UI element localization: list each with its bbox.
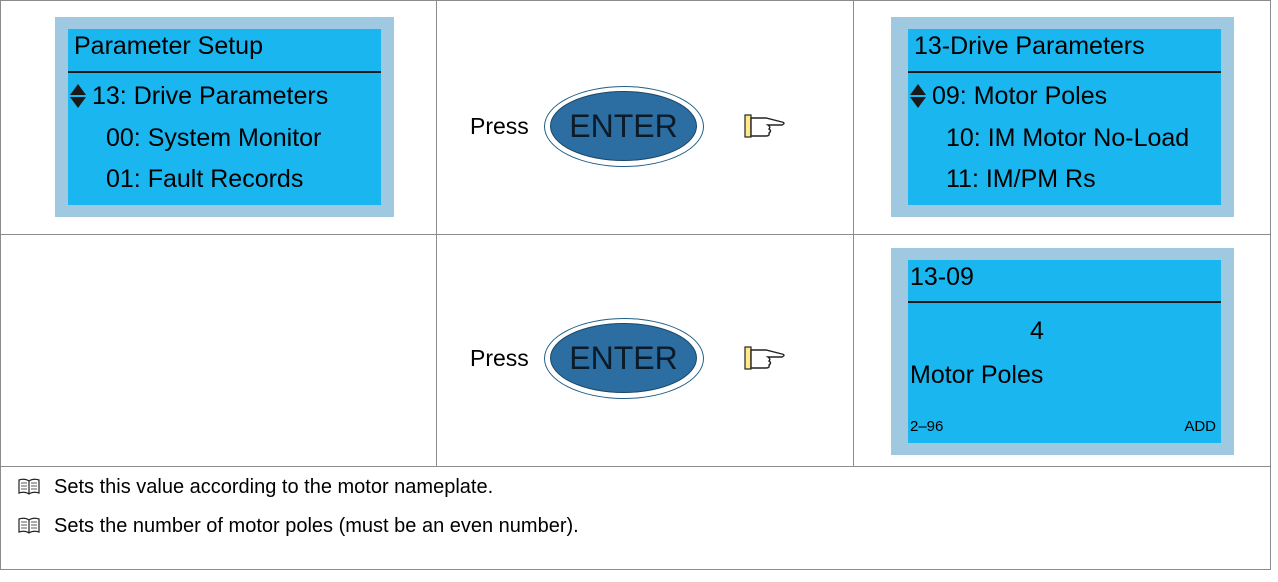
menu-item-label: Fault Records <box>147 165 304 193</box>
enter-key-outline: ENTER <box>544 86 704 167</box>
note-line: Sets the number of motor poles (must be … <box>18 514 579 538</box>
menu-item-label: IM Motor No-Load <box>987 124 1190 152</box>
menu-item-number: 09: <box>932 82 967 110</box>
lcd-title: 13-Drive Parameters <box>914 32 1145 60</box>
lcd-divider <box>908 301 1221 303</box>
book-icon <box>18 517 40 534</box>
lcd-title: Parameter Setup <box>74 32 263 60</box>
menu-item: 01: Fault Records <box>106 164 303 194</box>
value-range: 2–96 <box>910 418 944 435</box>
enter-key-outline: ENTER <box>544 318 704 399</box>
note-line: Sets this value according to the motor n… <box>18 475 493 499</box>
parameter-table <box>0 0 1271 570</box>
menu-item-number: 13: <box>92 82 127 110</box>
menu-item: 10: IM Motor No-Load <box>946 123 1189 153</box>
menu-item: 11: IM/PM Rs <box>946 164 1096 194</box>
press-label: Press <box>470 113 529 139</box>
pointing-hand-icon <box>744 114 785 138</box>
press-label: Press <box>470 345 529 371</box>
lcd-display-motor-poles: 13-09 4 Motor Poles 2–96 ADD <box>891 248 1234 455</box>
parameter-value: 4 <box>1030 317 1044 345</box>
menu-item: 00: System Monitor <box>106 123 321 153</box>
note-text: Sets the number of motor poles (must be … <box>54 515 579 537</box>
menu-item-number: 00: <box>106 124 141 152</box>
table-divider <box>0 466 1271 467</box>
menu-item-number: 01: <box>106 165 141 193</box>
add-softkey[interactable]: ADD <box>1184 418 1216 435</box>
table-divider <box>436 0 437 467</box>
up-down-arrow-icon <box>910 81 926 111</box>
table-divider <box>0 234 1271 235</box>
parameter-name: Motor Poles <box>910 361 1044 389</box>
lcd-display-parameter-setup: Parameter Setup 13: Drive Parameters 00:… <box>55 17 394 217</box>
menu-item-number: 10: <box>946 124 981 152</box>
enter-button[interactable]: ENTER <box>550 323 697 393</box>
menu-item-label: System Monitor <box>147 124 322 152</box>
lcd-divider <box>908 71 1221 73</box>
menu-item-label: Motor Poles <box>973 82 1108 110</box>
book-icon <box>18 478 40 495</box>
menu-item-selected: 13: Drive Parameters <box>92 81 328 111</box>
menu-item-selected: 09: Motor Poles <box>932 81 1107 111</box>
table-divider <box>853 0 854 467</box>
menu-item-label: IM/PM Rs <box>985 165 1096 193</box>
menu-item-number: 11: <box>946 165 979 193</box>
lcd-divider <box>68 71 381 73</box>
note-text: Sets this value according to the motor n… <box>54 476 494 498</box>
up-down-arrow-icon <box>70 81 86 111</box>
enter-button[interactable]: ENTER <box>550 91 697 161</box>
pointing-hand-icon <box>744 346 785 370</box>
lcd-display-drive-parameters: 13-Drive Parameters 09: Motor Poles 10: … <box>891 17 1234 217</box>
parameter-code: 13-09 <box>910 263 974 291</box>
menu-item-label: Drive Parameters <box>133 82 329 110</box>
